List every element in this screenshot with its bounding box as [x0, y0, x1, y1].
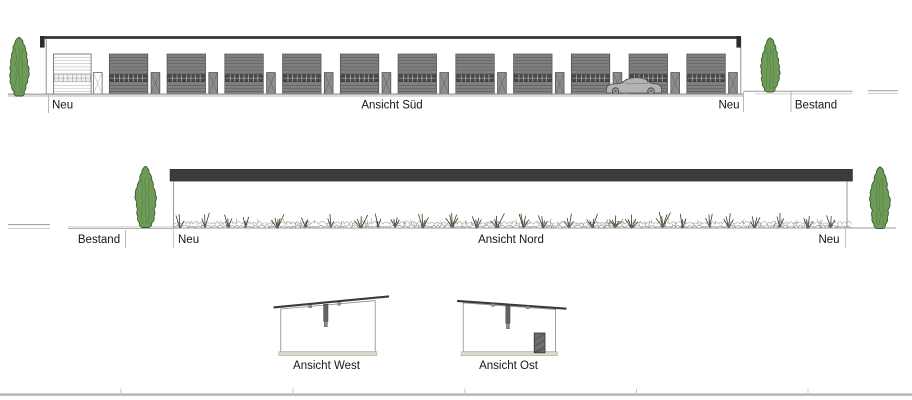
- entry-door: [208, 72, 218, 95]
- entry-door: [554, 72, 565, 95]
- nord-neu-right-label: Neu: [818, 234, 839, 246]
- elevation-west: Ansicht West: [273, 295, 390, 372]
- ost-downpipe-end: [506, 323, 510, 329]
- title-block-ticks: [120, 388, 809, 396]
- ost-roof-clip-2: [526, 305, 530, 309]
- entry-door: [670, 72, 680, 95]
- sued-ground-strip: [8, 94, 743, 97]
- entry-door: [439, 72, 449, 95]
- west-downpipe: [323, 304, 329, 322]
- entry-door: [728, 72, 738, 95]
- west-roof-line: [273, 295, 390, 309]
- sued-doors: [53, 53, 738, 95]
- garage-door: [455, 53, 495, 95]
- ost-roof-line: [456, 299, 567, 310]
- sued-neu-left-label: Neu: [52, 100, 73, 112]
- title-block-line: [0, 393, 912, 396]
- sued-tree-right: [760, 37, 781, 93]
- sued-roof-cap-right: [736, 36, 741, 48]
- sued-bestand-label: Bestand: [795, 100, 837, 112]
- sued-roof-line: [40, 36, 741, 39]
- entry-door: [323, 72, 334, 95]
- title-block-border: [0, 388, 912, 396]
- car: [606, 77, 662, 95]
- nord-tree-left: [134, 166, 158, 228]
- nord-title: Ansicht Nord: [478, 234, 544, 246]
- garage-door: [513, 53, 553, 95]
- sued-neu-right-label: Neu: [718, 100, 739, 112]
- ost-downpipe: [505, 305, 511, 324]
- entry-door: [381, 72, 392, 95]
- ost-door: [533, 332, 546, 354]
- ost-title: Ansicht Ost: [479, 360, 539, 372]
- west-downpipe-end: [324, 321, 328, 327]
- nord-tree-right: [869, 166, 891, 229]
- west-roof-clip-2: [337, 302, 341, 306]
- garage-door-white: [53, 53, 92, 95]
- entry-door: [266, 72, 276, 95]
- nord-bestand-label: Bestand: [78, 234, 120, 246]
- elevation-nord: Bestand Neu Ansicht Nord Neu: [8, 166, 896, 248]
- elevation-ost: Ansicht Ost: [456, 299, 567, 372]
- garage-door: [166, 53, 206, 95]
- garage-door: [397, 53, 437, 95]
- sued-roof-cap-left: [40, 36, 45, 48]
- ost-base-strip: [460, 351, 558, 357]
- entry-door: [92, 72, 103, 95]
- west-base-strip: [278, 351, 378, 357]
- sued-tree-left: [9, 37, 30, 97]
- garage-door: [686, 53, 726, 95]
- garage-door: [339, 53, 380, 95]
- vegetation-strip: [173, 211, 852, 229]
- garage-door: [570, 53, 611, 95]
- nord-roof-band: [169, 169, 853, 182]
- entry-door: [497, 72, 507, 95]
- garage-door: [224, 53, 264, 95]
- nord-neu-left-label: Neu: [178, 234, 199, 246]
- ost-roof-clip-1: [491, 303, 495, 307]
- garage-door: [282, 53, 322, 95]
- elevation-sued: Neu Ansicht Süd Neu Bestand: [8, 36, 898, 113]
- west-roof-clip-1: [308, 304, 312, 308]
- entry-door: [150, 72, 161, 95]
- west-title: Ansicht West: [293, 360, 361, 372]
- sued-title: Ansicht Süd: [361, 100, 422, 112]
- garage-door: [108, 53, 149, 95]
